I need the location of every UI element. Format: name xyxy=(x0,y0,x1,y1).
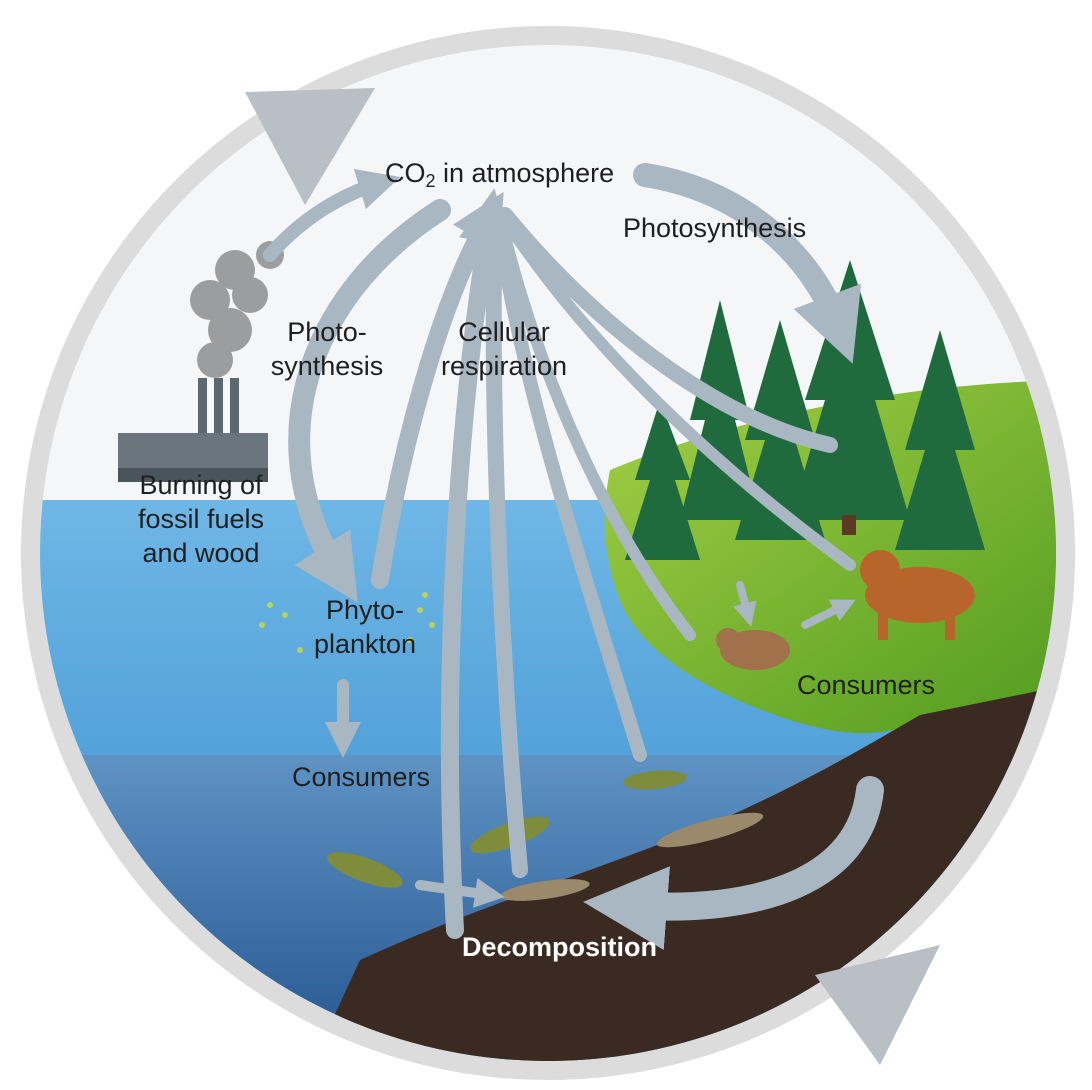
phytoplankton-line-2: plankton xyxy=(313,629,417,659)
flow-arrows xyxy=(263,163,884,950)
burning-line-1: Burning of xyxy=(139,470,263,500)
factory-icon xyxy=(118,378,268,482)
cycle-arrow-icon xyxy=(245,88,940,1065)
respiration-remains-arrow xyxy=(485,207,528,878)
photosynthesis-water-line-1: Photo- xyxy=(287,317,367,347)
burning-fossil-fuels-label: Burning of fossil fuels and wood xyxy=(126,468,276,570)
photosynthesis-water-line-2: synthesis xyxy=(270,351,384,381)
decomposition-arrow xyxy=(583,776,884,950)
phytoplankton-icon xyxy=(259,592,435,653)
decomposition-label: Decomposition xyxy=(462,932,658,962)
fish-icon xyxy=(327,770,687,888)
photosynthesis-water-label: Photo- synthesis xyxy=(268,315,386,383)
burning-line-3: and wood xyxy=(142,538,260,568)
respiration-bobcat-arrow xyxy=(496,209,856,571)
fish-remains-icon xyxy=(500,812,764,901)
respiration-consumers-water-arrow xyxy=(490,208,647,762)
co2-label-subscript: 2 xyxy=(425,171,436,191)
burning-line-2: fossil fuels xyxy=(137,504,265,534)
respiration-trees-arrow xyxy=(497,207,838,453)
bobcat-icon xyxy=(860,550,975,640)
photosynthesis-land-arrow xyxy=(633,163,862,364)
photosynthesis-land-label: Photosynthesis xyxy=(623,213,807,243)
respiration-rabbit-arrow xyxy=(494,209,696,641)
burning-to-co2-arrow xyxy=(263,168,401,262)
respiration-fish-arrow xyxy=(440,188,513,939)
fish-to-remains-arrow xyxy=(415,878,505,908)
consumers-land-label: Consumers xyxy=(797,670,936,700)
phytoplankton-line-1: Phyto- xyxy=(325,595,405,625)
co2-in-atmosphere-label: CO2 in atmosphere xyxy=(385,156,614,190)
cellular-respiration-line-2: respiration xyxy=(440,351,568,381)
smoke-icon xyxy=(190,241,284,378)
photosynthesis-water-arrow xyxy=(288,199,451,603)
grass-to-rabbit-arrow xyxy=(733,581,757,627)
rabbit-to-bobcat-arrow xyxy=(801,599,856,629)
cellular-respiration-label: Cellular respiration xyxy=(433,315,575,383)
respiration-phytoplankton-arrow xyxy=(371,191,504,589)
co2-label-prefix: CO xyxy=(385,158,426,188)
co2-label-suffix: in atmosphere xyxy=(435,158,615,188)
rabbit-icon xyxy=(716,628,790,670)
consumers-water-label: Consumers xyxy=(292,762,431,792)
cellular-respiration-line-1: Cellular xyxy=(458,317,550,347)
phytoplankton-label: Phyto- plankton xyxy=(300,593,430,661)
